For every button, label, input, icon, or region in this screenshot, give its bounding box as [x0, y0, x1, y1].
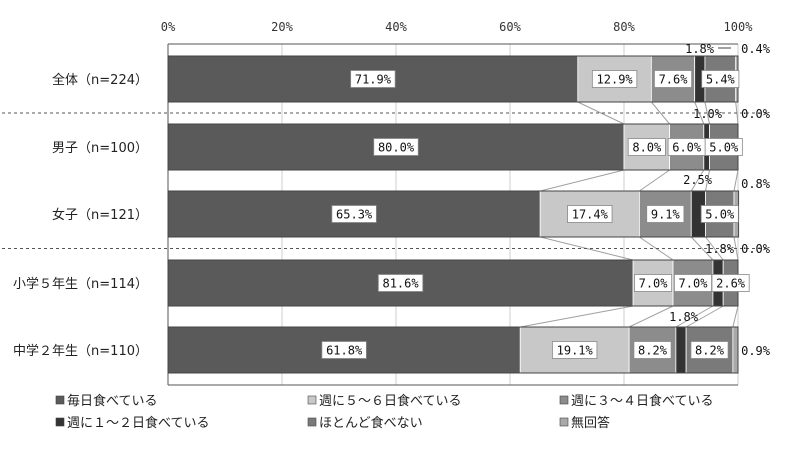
legend-swatch — [559, 417, 569, 427]
bar-segment — [675, 326, 687, 374]
connector-line — [685, 305, 724, 328]
data-label-box — [552, 341, 598, 359]
data-label: 71.9% — [355, 73, 392, 87]
data-label: 1.0% — [693, 107, 723, 121]
x-tick-label: 100% — [724, 20, 754, 34]
data-label: 8.2% — [638, 344, 668, 358]
data-label: 9.1% — [651, 208, 681, 222]
data-label-box — [591, 70, 638, 88]
connector-line — [650, 101, 670, 125]
data-label: 2.5% — [683, 173, 713, 187]
legend-swatch — [307, 395, 317, 405]
connector-line — [732, 305, 739, 328]
data-label-box — [350, 70, 396, 88]
data-label: 6.0% — [672, 141, 702, 155]
data-label-box — [633, 341, 672, 359]
legend-label: 無回答 — [571, 415, 610, 431]
category-label: 女子（n=121） — [52, 207, 148, 223]
connector-line — [704, 101, 710, 125]
data-label-box — [646, 205, 685, 223]
legend-swatch — [55, 395, 65, 405]
category-label: 全体（n=224） — [52, 72, 148, 88]
data-label-box — [331, 205, 377, 223]
data-label-box — [627, 138, 666, 156]
data-label: 7.0% — [639, 277, 669, 291]
legend-swatch — [307, 417, 317, 427]
data-label: 1.8% — [685, 42, 715, 56]
connector-line — [705, 236, 724, 261]
legend-label: 週に３～４日食べている — [571, 393, 713, 409]
data-label-box — [690, 341, 729, 359]
data-label: 65.3% — [336, 208, 373, 222]
data-label-box — [673, 274, 712, 292]
data-label: 0.0% — [741, 242, 771, 256]
data-label: 5.0% — [705, 208, 735, 222]
data-label: 0.4% — [741, 42, 771, 56]
category-label: 中学２年生（n=110） — [13, 343, 148, 359]
data-label: 0.0% — [741, 107, 771, 121]
connector-line — [675, 305, 714, 328]
connector-line — [705, 169, 710, 192]
connector-line — [639, 169, 670, 192]
connector-line — [540, 169, 625, 192]
connector-line — [690, 169, 705, 192]
data-label: 8.0% — [632, 141, 662, 155]
x-tick-label: 40% — [385, 20, 407, 34]
data-label-box — [634, 274, 673, 292]
connector-line — [733, 169, 739, 192]
data-label: 1.8% — [669, 310, 699, 324]
data-label-box — [711, 274, 750, 292]
data-label: 12.9% — [597, 73, 634, 87]
connector-line — [628, 305, 674, 328]
data-label: 81.6% — [382, 277, 419, 291]
x-tick-label: 20% — [271, 20, 293, 34]
data-label: 1.8% — [705, 242, 735, 256]
data-label: 0.9% — [741, 344, 771, 358]
data-label-box — [321, 341, 367, 359]
connector-line — [690, 236, 714, 261]
data-label-box — [567, 205, 613, 223]
x-tick-label: 80% — [613, 20, 635, 34]
legend-label: ほとんど食べない — [319, 415, 423, 431]
data-label: 2.6% — [716, 277, 746, 291]
data-label: 17.4% — [572, 208, 609, 222]
data-label: 5.0% — [709, 141, 739, 155]
legend-label: 週に５～６日食べている — [319, 393, 461, 409]
data-label: 7.6% — [659, 73, 689, 87]
x-tick-label: 60% — [499, 20, 521, 34]
category-label: 小学５年生（n=114） — [13, 276, 148, 292]
connector-line — [520, 305, 634, 328]
data-label: 19.1% — [557, 344, 594, 358]
data-label: 7.0% — [679, 277, 709, 291]
data-label-box — [377, 274, 424, 292]
data-label-box — [373, 138, 419, 156]
data-label-box — [654, 70, 693, 88]
data-label-box — [704, 138, 743, 156]
data-label-box — [700, 205, 739, 223]
x-tick-label: 0% — [161, 20, 176, 34]
data-label: 8.2% — [695, 344, 725, 358]
data-label: 80.0% — [378, 141, 415, 155]
data-label: 5.4% — [706, 73, 736, 87]
legend-label: 週に１～２日食べている — [67, 415, 209, 431]
legend-label: 毎日食べている — [67, 393, 157, 409]
legend-swatch — [559, 395, 569, 405]
category-label: 男子（n=100） — [52, 141, 148, 156]
data-label: 61.8% — [326, 344, 363, 358]
connector-line — [577, 101, 625, 125]
bar-segment — [732, 326, 739, 374]
bar-outline — [167, 326, 739, 374]
data-label: 0.8% — [741, 177, 771, 191]
legend-swatch — [55, 417, 65, 427]
data-label-box — [701, 70, 740, 88]
